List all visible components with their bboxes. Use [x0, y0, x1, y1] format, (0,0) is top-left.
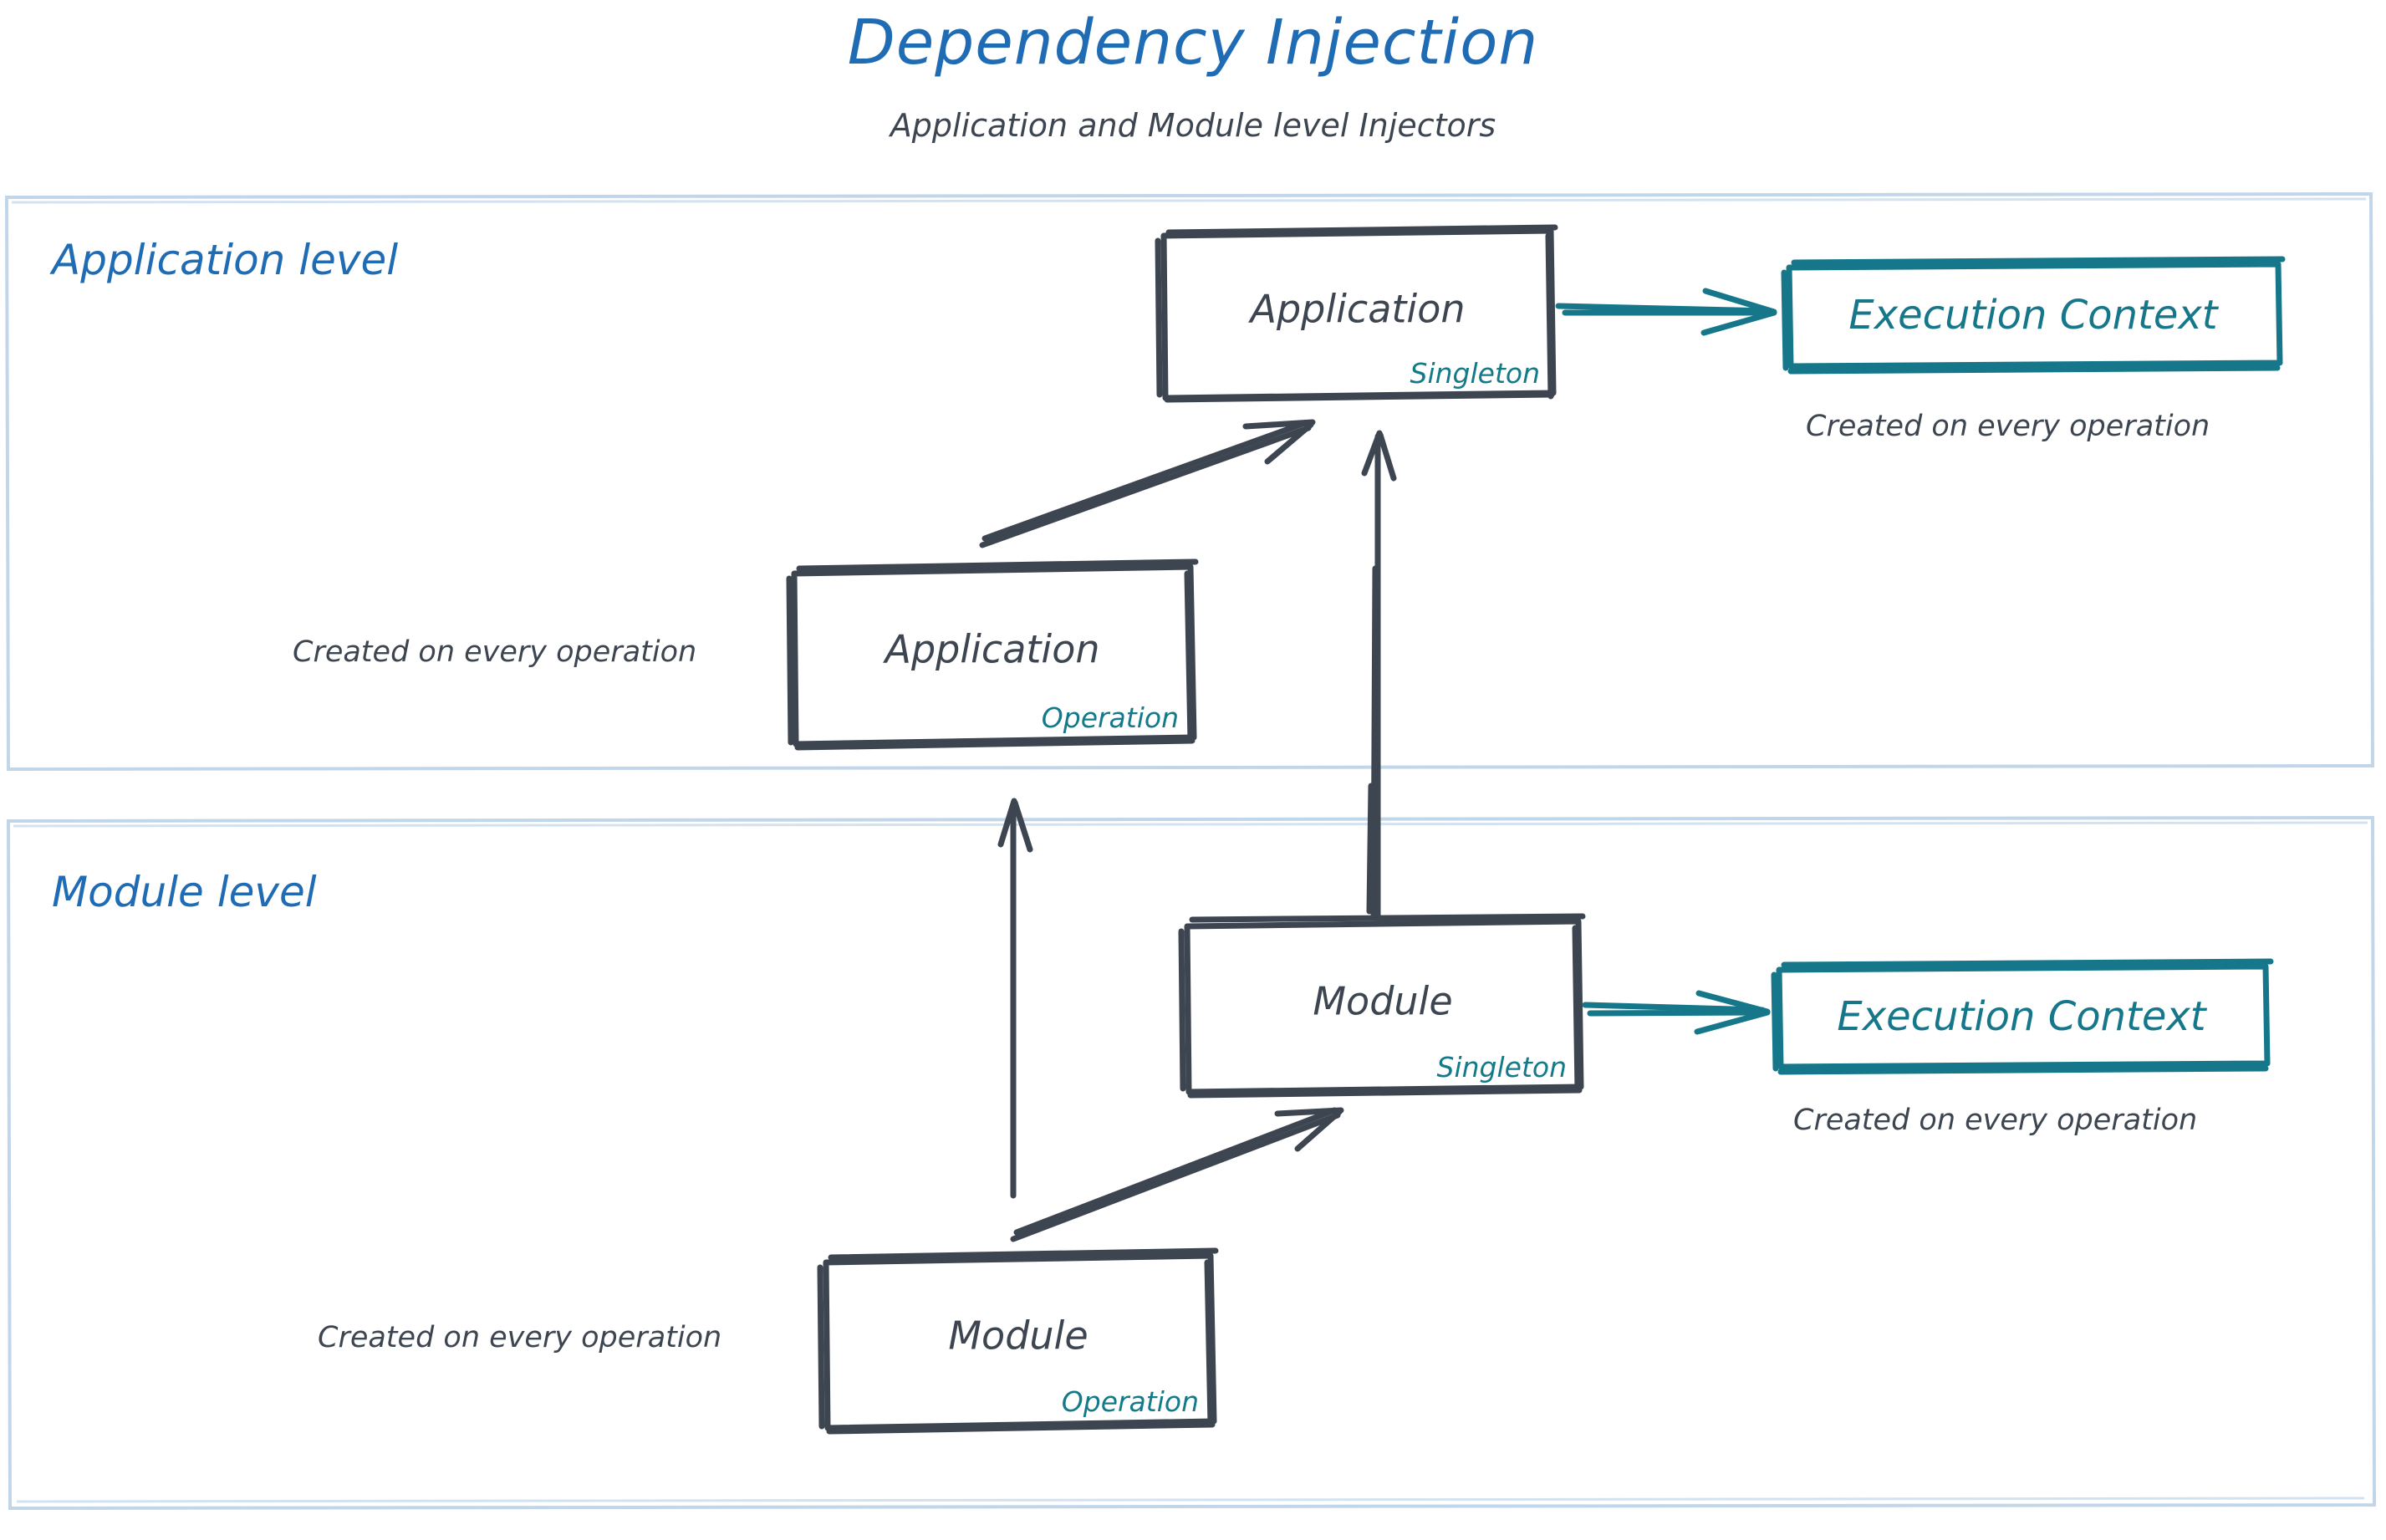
node-application-singleton[interactable]: Application Singleton: [1162, 231, 1553, 398]
node-title-application-operation: Application: [885, 626, 1100, 672]
page-title: Dependency Injection: [847, 7, 1539, 79]
node-scope-module-operation: Operation: [1061, 1385, 1199, 1418]
node-title-module-operation: Module: [948, 1313, 1088, 1359]
node-scope-module-singleton: Singleton: [1436, 1051, 1568, 1084]
node-application-execution-context[interactable]: Execution Context: [1787, 264, 2279, 366]
node-box-module-operation[interactable]: [817, 1247, 1219, 1435]
node-box-application-singleton[interactable]: [1155, 224, 1558, 403]
page-subtitle: Application and Module level Injectors: [890, 107, 1496, 144]
edge-module-operation-to-module-singleton: [1010, 1107, 1344, 1242]
node-title-application-singleton: Application: [1250, 286, 1466, 332]
container-module-level: [6, 815, 2377, 1511]
node-box-module-singleton[interactable]: [1178, 913, 1586, 1099]
node-title-application-execution-context: Execution Context: [1848, 292, 2218, 339]
edge-application-operation-to-application-singleton: [979, 419, 1316, 548]
node-module-operation[interactable]: Module Operation: [824, 1256, 1212, 1426]
container-application-level: [4, 191, 2375, 772]
container-label-application-level: Application level: [52, 236, 399, 284]
node-title-module-execution-context: Execution Context: [1837, 993, 2206, 1040]
node-scope-application-singleton: Singleton: [1410, 357, 1541, 390]
edge-module-singleton-to-application-singleton: [1361, 430, 1397, 921]
edge-application-singleton-to-execution-context: [1555, 288, 1777, 336]
node-module-singleton[interactable]: Module Singleton: [1185, 921, 1580, 1092]
caption-application-execution-context: Created on every operation: [1806, 410, 2210, 443]
caption-module-operation: Created on every operation: [318, 1321, 722, 1354]
node-application-operation[interactable]: Application Operation: [793, 567, 1192, 742]
node-box-module-execution-context[interactable]: [1771, 958, 2274, 1075]
container-label-module-level: Module level: [52, 868, 317, 916]
node-module-execution-context[interactable]: Execution Context: [1777, 966, 2266, 1067]
node-box-application-execution-context[interactable]: [1781, 256, 2286, 375]
node-box-application-operation[interactable]: [786, 558, 1199, 751]
caption-application-operation: Created on every operation: [293, 635, 697, 669]
caption-module-execution-context: Created on every operation: [1793, 1104, 2198, 1137]
node-scope-application-operation: Operation: [1041, 701, 1179, 734]
node-title-module-singleton: Module: [1313, 978, 1453, 1024]
edge-module-operation-to-application-operation: [997, 798, 1033, 1199]
edge-module-singleton-to-module-execution-context: [1582, 990, 1771, 1035]
